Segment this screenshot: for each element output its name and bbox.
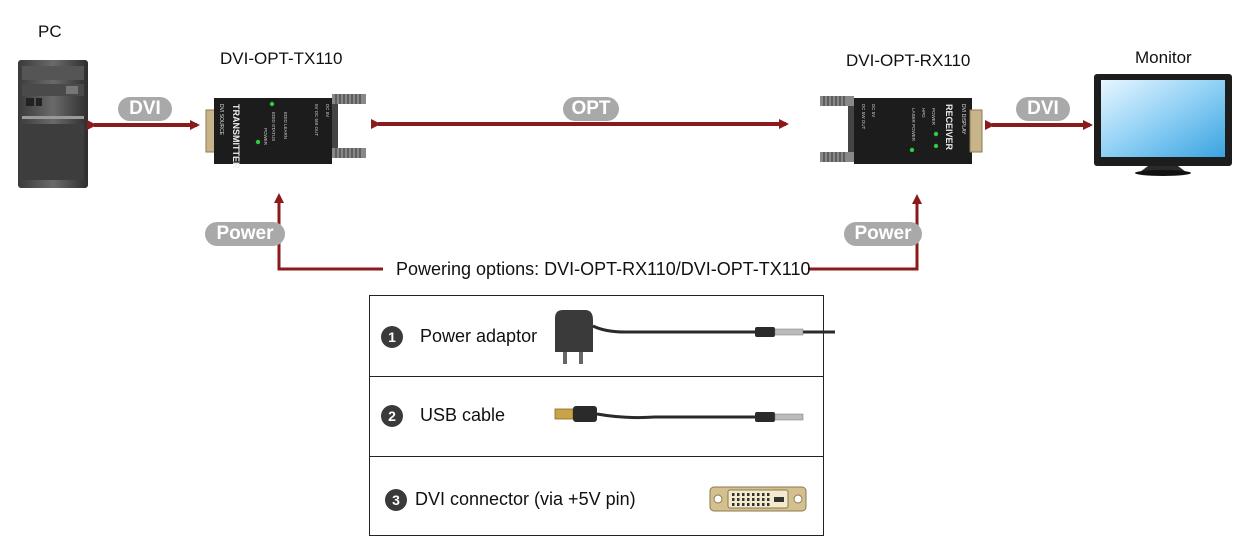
option-row-dvi-connector: 3 DVI connector (via +5V pin) (370, 457, 823, 537)
tx-name-label: TRANSMITTER (231, 104, 241, 169)
opt-pill: OPT (563, 97, 619, 121)
tx-led-label-status: EDID STATUS (271, 112, 276, 141)
rx-led-laser (909, 147, 915, 153)
rx-led-power (933, 143, 939, 149)
tx-port-label-dc: DC 5V (325, 104, 330, 117)
arrow-power-tx (274, 193, 383, 271)
tx-led-power (255, 139, 261, 145)
rx-name-label: RECEIVER (944, 104, 954, 151)
tx-led-label-power: POWER (263, 128, 268, 146)
powering-caption: Powering options: DVI-OPT-RX110/DVI-OPT-… (396, 259, 811, 279)
power-adaptor-icon (555, 310, 835, 364)
tx-led-label-learn: EDID LEARN (283, 112, 288, 139)
dvi-connector-icon (709, 486, 807, 512)
option-number-badge: 2 (381, 405, 403, 427)
option-label: USB cable (420, 405, 506, 425)
rx-connector-label: DVI DISPLAY (960, 104, 966, 135)
rx-port-label-out: DC 5W OUT (861, 104, 866, 130)
rx-label: DVI-OPT-RX110 (846, 51, 971, 70)
tx-connector-label: DVI SOURCE (218, 104, 224, 136)
option-number-badge: 1 (381, 326, 403, 348)
option-row-power-adaptor: 1 Power adaptor (370, 296, 835, 377)
pc-label: PC (38, 22, 62, 41)
rx-led-label-laser: LASER POWER (911, 108, 916, 142)
rx-port-label-dc: DC 5V (871, 104, 876, 117)
dvi-right-pill: DVI (1016, 97, 1070, 121)
arrow-power-rx (808, 194, 922, 271)
powering-options-table: 1 Power adaptor 2 USB cable 3 DVI connec… (369, 295, 835, 537)
monitor-icon (1094, 74, 1232, 176)
dvi-left-pill: DVI (118, 97, 172, 121)
usb-cable-icon (554, 406, 804, 422)
tx-port-label-out: 5V DC 5W OUT (314, 104, 319, 136)
rx-led-label-hpd: HPD (921, 108, 926, 118)
monitor-label: Monitor (1135, 48, 1192, 67)
rx-led-label-power: POWER (931, 108, 936, 126)
option-label: Power adaptor (420, 326, 538, 346)
power-left-pill: Power (205, 222, 285, 246)
pc-tower-icon (18, 60, 88, 188)
tx-label: DVI-OPT-TX110 (220, 49, 343, 68)
option-row-usb-cable: 2 USB cable (370, 377, 823, 457)
power-right-pill: Power (844, 222, 922, 246)
option-number-badge: 3 (385, 489, 407, 511)
tx-module: DVI SOURCE TRANSMITTER POWER EDID STATUS… (205, 94, 366, 169)
rx-led-hpd (933, 131, 939, 137)
tx-led-edid (269, 101, 275, 107)
option-label: DVI connector (via +5V pin) (415, 489, 636, 509)
rx-module: DC 5W OUT DC 5V LASER POWER HPD POWER RE… (820, 96, 983, 164)
